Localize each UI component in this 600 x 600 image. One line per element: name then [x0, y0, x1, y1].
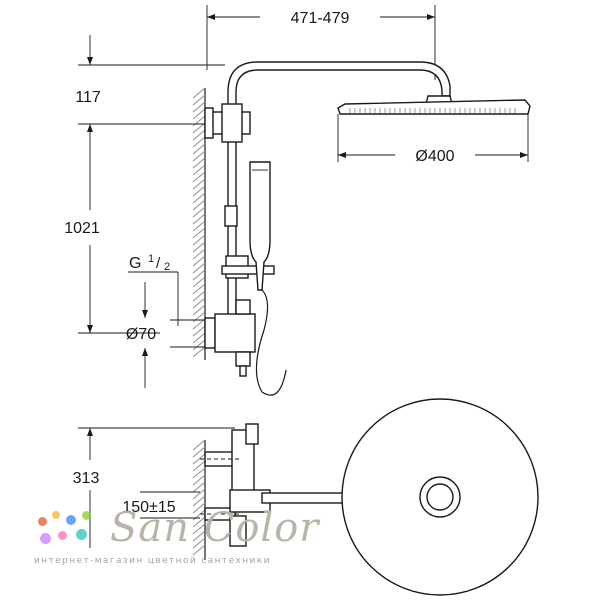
- logo-dot: [76, 529, 87, 540]
- logo-dot: [40, 533, 51, 544]
- dimension-flange: Ø70: [126, 282, 205, 388]
- thread-label: G 1 / 2: [128, 253, 179, 326]
- depth-label: 313: [73, 470, 100, 487]
- logo-dot: [58, 531, 67, 540]
- head-diameter-label: Ø400: [415, 148, 454, 165]
- thread-denominator: 2: [164, 261, 170, 273]
- mixer-plan: [200, 423, 271, 547]
- shower-riser: [204, 61, 451, 396]
- width-range-label: 471-479: [291, 10, 350, 27]
- logo-dot: [82, 511, 91, 520]
- logo-dot: [52, 511, 60, 519]
- flange-diameter-label: Ø70: [126, 326, 156, 343]
- logo-brand: San Color: [110, 505, 320, 551]
- thread-letter: G: [129, 255, 141, 272]
- head-shower-plan: [341, 398, 539, 596]
- head-shower-side: Ø400: [337, 95, 531, 165]
- total-height-label: 1021: [64, 220, 100, 237]
- dimension-heights: 117 1021: [64, 35, 225, 334]
- top-height-label: 117: [75, 89, 101, 106]
- wall-hatch-front: [192, 87, 206, 360]
- wall-distance-label: 150±15: [122, 499, 175, 516]
- dimension-depth: 313: [73, 427, 235, 548]
- dimension-wall-distance: 150±15: [122, 491, 200, 519]
- thread-numerator: 1: [148, 253, 154, 265]
- logo-dot: [66, 515, 76, 525]
- watermark-logo: San Color интернет-магазин цветной санте…: [30, 505, 318, 575]
- thread-slash: /: [156, 255, 161, 272]
- hand-shower: [249, 161, 271, 291]
- logo-tagline: интернет-магазин цветной сантехники: [34, 556, 271, 566]
- logo-dot: [38, 517, 47, 526]
